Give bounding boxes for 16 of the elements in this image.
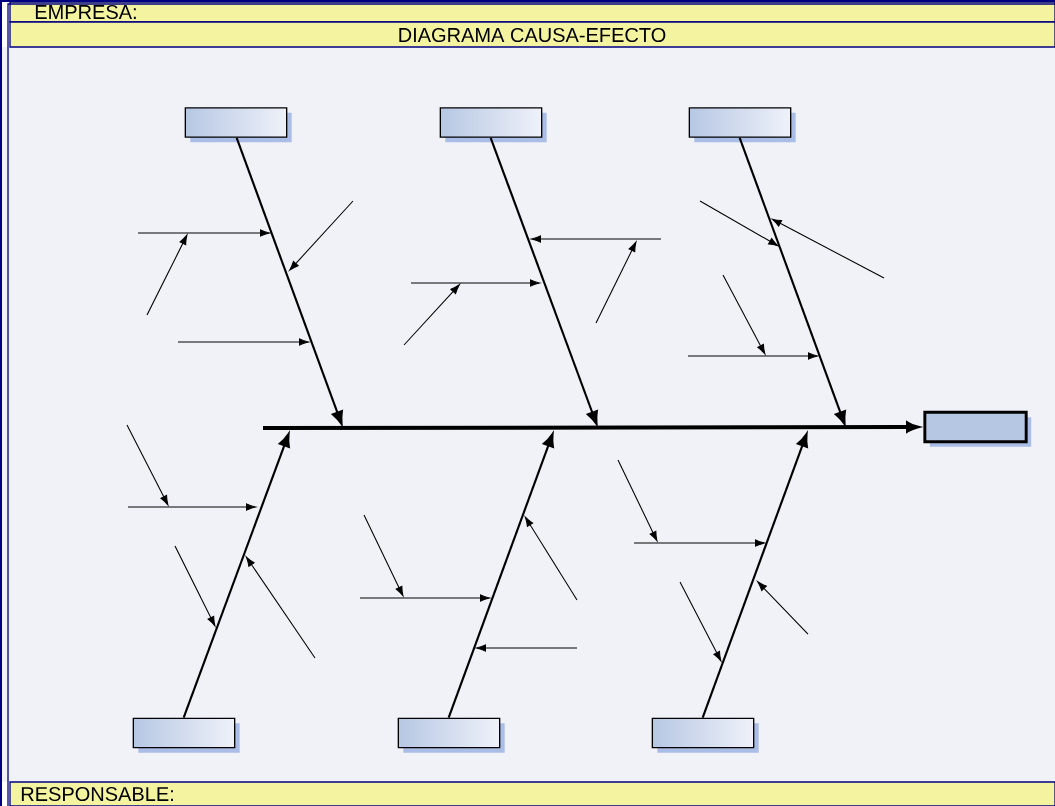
header-label: EMPRESA: xyxy=(35,4,136,20)
cause-box xyxy=(923,410,1032,447)
arrow xyxy=(447,432,554,719)
arrow xyxy=(182,432,290,719)
cause-box xyxy=(397,717,505,753)
cause-box xyxy=(132,717,240,753)
arrow xyxy=(235,137,343,426)
footer-label: RESPONSABLE: xyxy=(21,786,173,802)
cause-box xyxy=(184,107,292,143)
cause-box xyxy=(688,107,796,143)
title: DIAGRAMA CAUSA-EFECTO xyxy=(399,27,666,43)
arrow xyxy=(701,432,808,719)
cause-box xyxy=(439,107,547,143)
cause-box xyxy=(651,717,759,753)
arrow xyxy=(489,137,598,426)
arrow xyxy=(738,137,846,426)
